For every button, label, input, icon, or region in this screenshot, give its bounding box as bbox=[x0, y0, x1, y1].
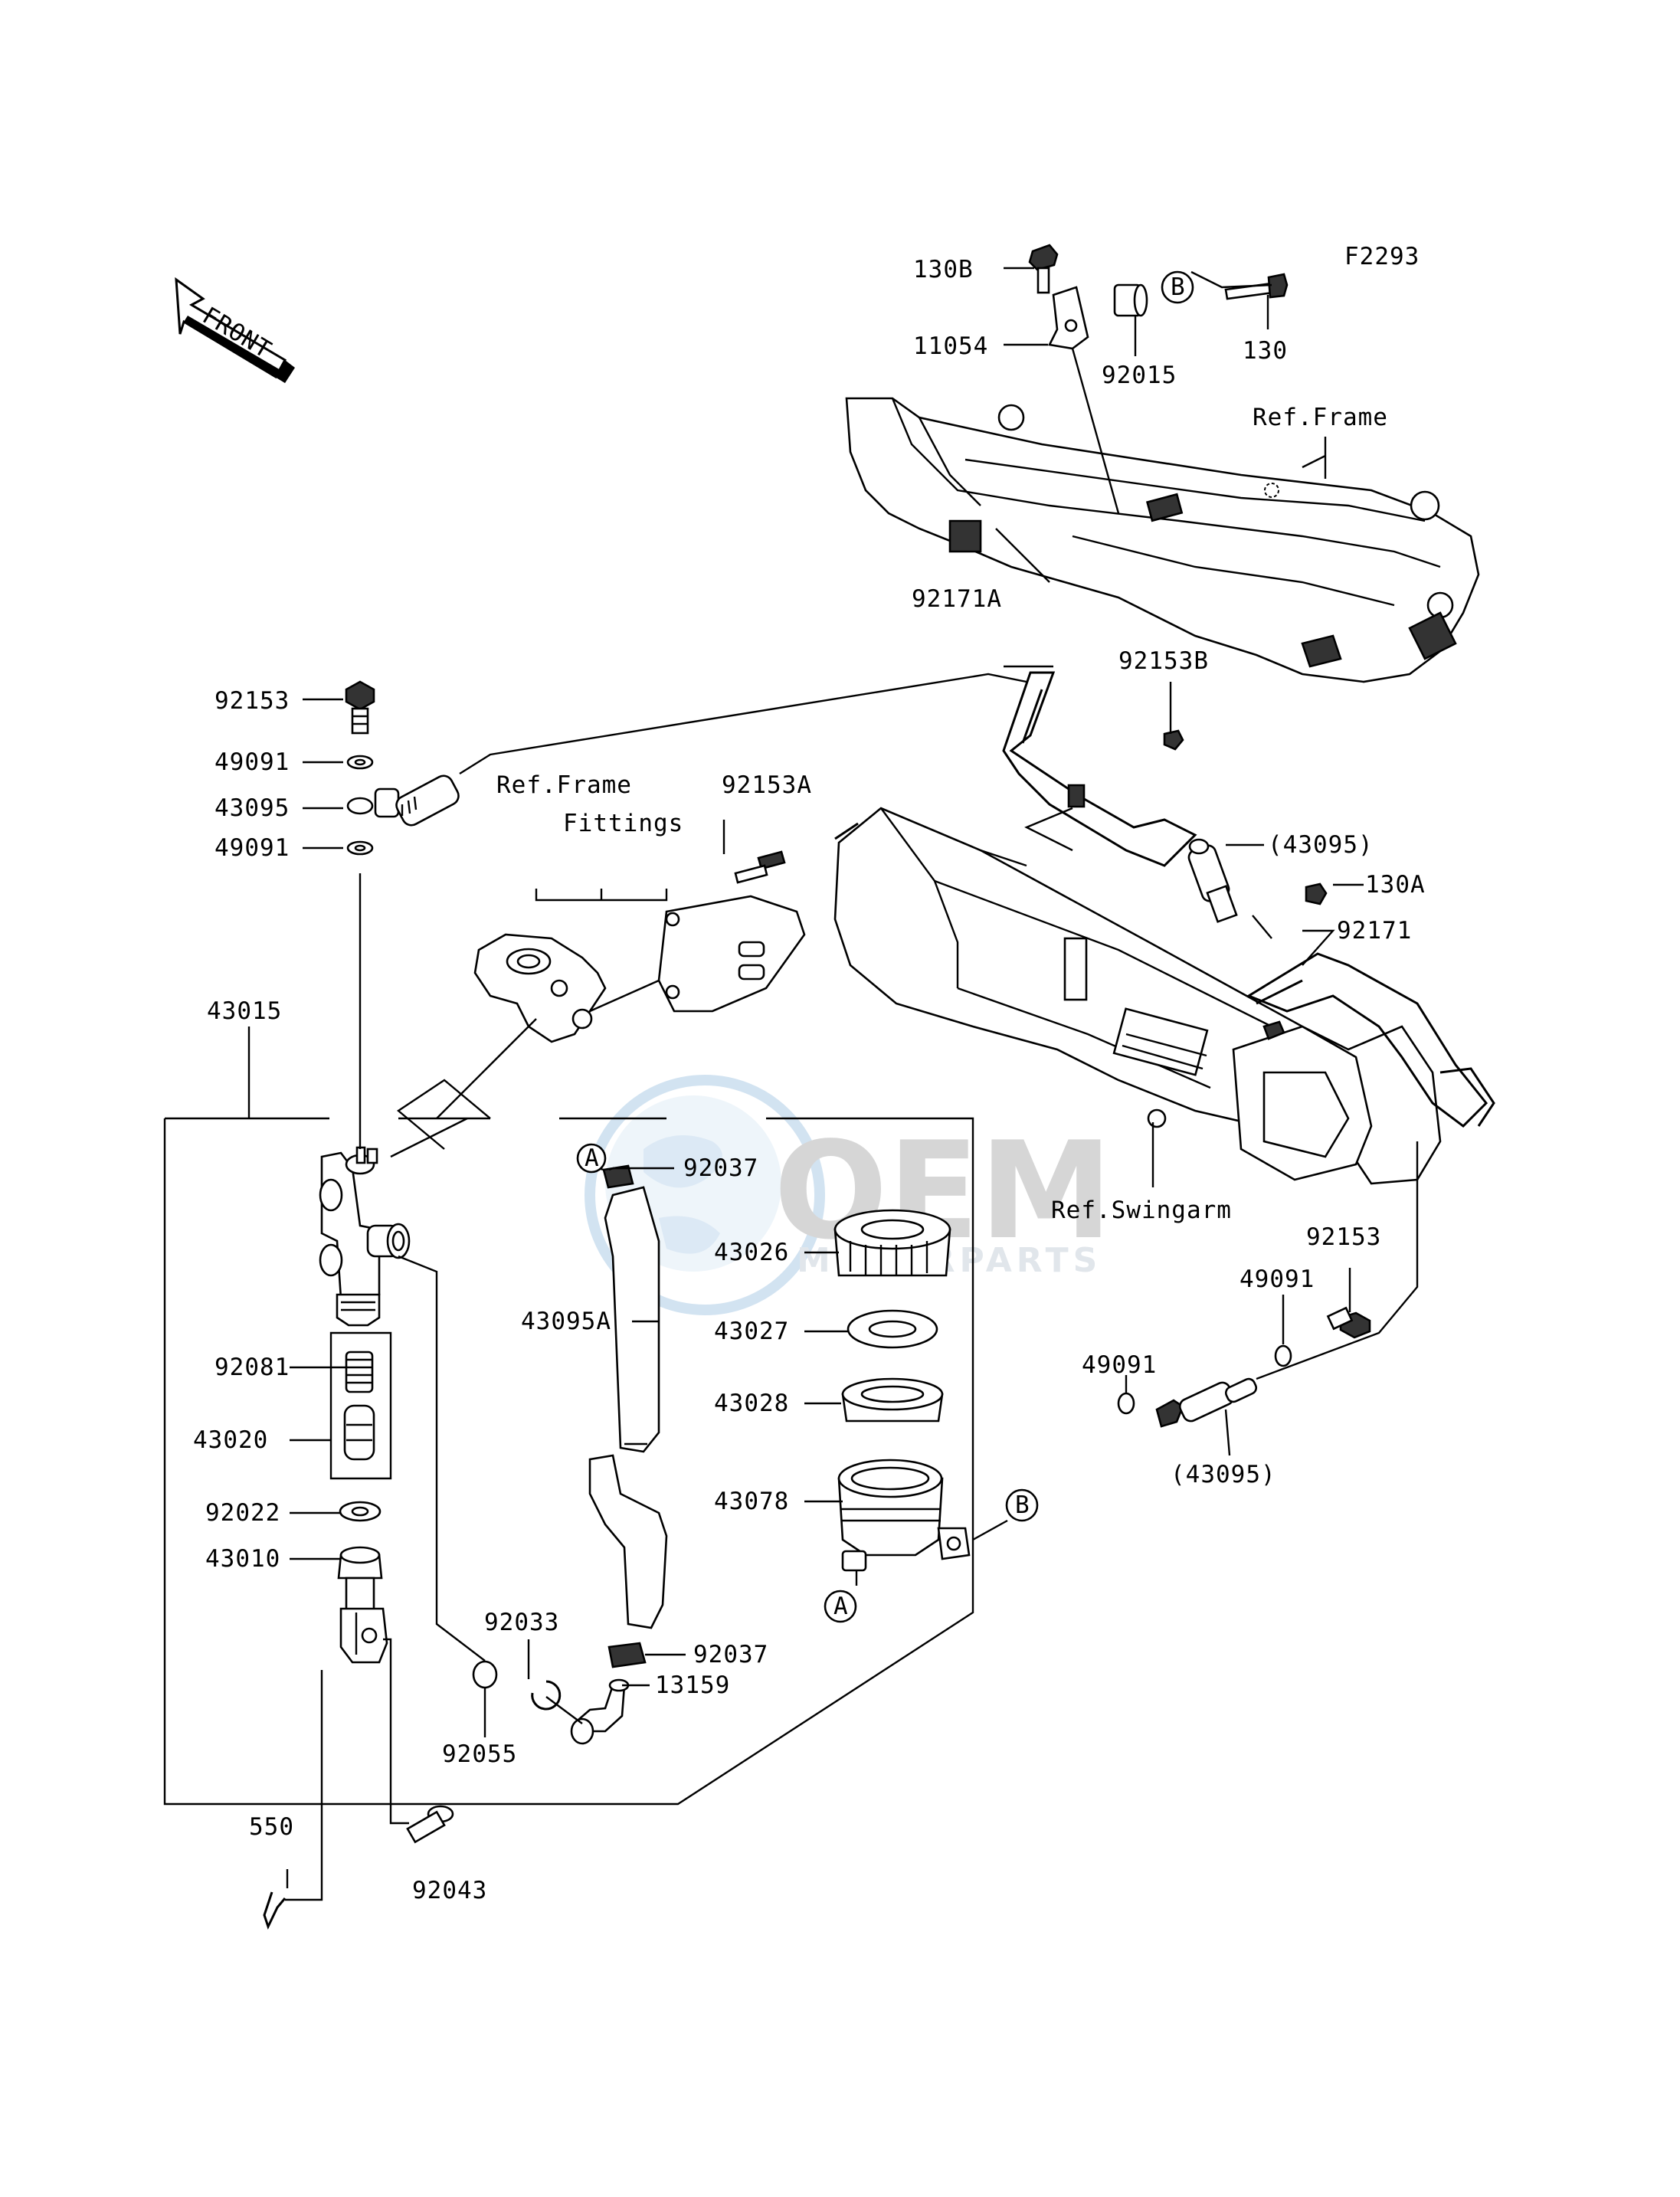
swingarm-drawing bbox=[833, 807, 1442, 1185]
part-49091-r1: 49091 bbox=[1240, 1265, 1315, 1293]
brake-pedal-top bbox=[1002, 671, 1328, 905]
svg-text:A: A bbox=[833, 1593, 849, 1620]
part-11054: 11054 bbox=[913, 332, 988, 360]
part-92153-top: 92153 bbox=[215, 687, 290, 715]
clip-92037-top bbox=[602, 1164, 634, 1189]
ref-frame-label: Ref.Frame bbox=[1253, 404, 1388, 431]
brake-rod-upper bbox=[1187, 838, 1272, 939]
part-43095A: 43095A bbox=[521, 1308, 611, 1335]
top-bracket-parts bbox=[1028, 244, 1289, 514]
part-92043: 92043 bbox=[412, 1877, 487, 1904]
piston-spring-drawing bbox=[343, 1351, 375, 1461]
part-49091-r2: 49091 bbox=[1082, 1351, 1157, 1379]
part-92015: 92015 bbox=[1102, 362, 1177, 389]
part-92037-top: 92037 bbox=[683, 1154, 758, 1182]
callout-a-bottom: A bbox=[824, 1590, 857, 1623]
callout-a-top: A bbox=[576, 1143, 607, 1174]
part-43078: 43078 bbox=[714, 1488, 789, 1515]
diaphragm-plate-43027 bbox=[847, 1309, 938, 1349]
oring-92055 bbox=[472, 1660, 498, 1689]
hose-joint-13159 bbox=[570, 1678, 630, 1745]
part-43095: 43095 bbox=[215, 794, 290, 822]
left-banjo-stack bbox=[345, 673, 1027, 856]
diaphragm-43028 bbox=[841, 1377, 944, 1423]
master-cylinder-drawing bbox=[319, 1146, 411, 1327]
brake-pedal-lower bbox=[1246, 952, 1495, 1128]
part-43095-paren-bottom: (43095) bbox=[1171, 1461, 1276, 1488]
front-arrow-icon: FRONT bbox=[175, 277, 295, 383]
part-130A: 130A bbox=[1365, 871, 1426, 899]
pushrod-drawing bbox=[337, 1501, 388, 1664]
svg-text:B: B bbox=[1171, 273, 1186, 301]
part-43020: 43020 bbox=[193, 1426, 268, 1454]
part-13159: 13159 bbox=[655, 1671, 730, 1699]
part-92037-bottom: 92037 bbox=[693, 1641, 768, 1668]
part-92033: 92033 bbox=[484, 1609, 559, 1636]
leader-lines bbox=[163, 267, 1364, 1901]
hose-43095A bbox=[588, 1186, 668, 1629]
reservoir-43078 bbox=[837, 1459, 971, 1572]
ref-frame-fittings-label-1: Ref.Frame bbox=[496, 771, 632, 799]
part-550: 550 bbox=[249, 1813, 294, 1841]
part-92153-right: 92153 bbox=[1306, 1223, 1381, 1251]
part-92153B: 92153B bbox=[1118, 647, 1209, 675]
callout-b-top: B bbox=[1161, 270, 1194, 304]
part-92022: 92022 bbox=[205, 1499, 280, 1527]
svg-text:A: A bbox=[585, 1144, 600, 1172]
frame-drawing bbox=[845, 397, 1480, 683]
frame-fittings-drawing bbox=[473, 850, 806, 1043]
ref-swingarm-label: Ref.Swingarm bbox=[1051, 1197, 1232, 1224]
circlip-92033 bbox=[531, 1680, 562, 1711]
part-130: 130 bbox=[1243, 337, 1288, 365]
reservoir-cap-43026 bbox=[833, 1209, 951, 1277]
part-43028: 43028 bbox=[714, 1390, 789, 1417]
part-43015: 43015 bbox=[207, 997, 282, 1025]
part-43026: 43026 bbox=[714, 1239, 789, 1266]
pin-92043 bbox=[406, 1805, 454, 1844]
figure-code: F2293 bbox=[1344, 243, 1420, 270]
part-130B: 130B bbox=[913, 256, 974, 283]
part-92171A: 92171A bbox=[912, 585, 1002, 613]
part-92055: 92055 bbox=[442, 1740, 517, 1768]
part-49091-b: 49091 bbox=[215, 834, 290, 862]
clip-92037-bottom bbox=[607, 1642, 647, 1668]
ref-frame-fittings-label-2: Fittings bbox=[563, 810, 683, 837]
part-43010: 43010 bbox=[205, 1545, 280, 1573]
watermark-globe bbox=[585, 1075, 825, 1315]
svg-text:B: B bbox=[1015, 1491, 1030, 1519]
cotter-pin-550 bbox=[263, 1891, 287, 1930]
callout-b-right: B bbox=[1005, 1488, 1039, 1522]
part-92153A: 92153A bbox=[722, 771, 812, 799]
part-49091-a: 49091 bbox=[215, 748, 290, 776]
part-92081: 92081 bbox=[215, 1354, 290, 1381]
part-92171: 92171 bbox=[1337, 917, 1412, 945]
right-banjo-stack bbox=[1117, 1141, 1419, 1428]
part-43095-paren-top: (43095) bbox=[1268, 831, 1374, 859]
part-43027: 43027 bbox=[714, 1318, 789, 1345]
